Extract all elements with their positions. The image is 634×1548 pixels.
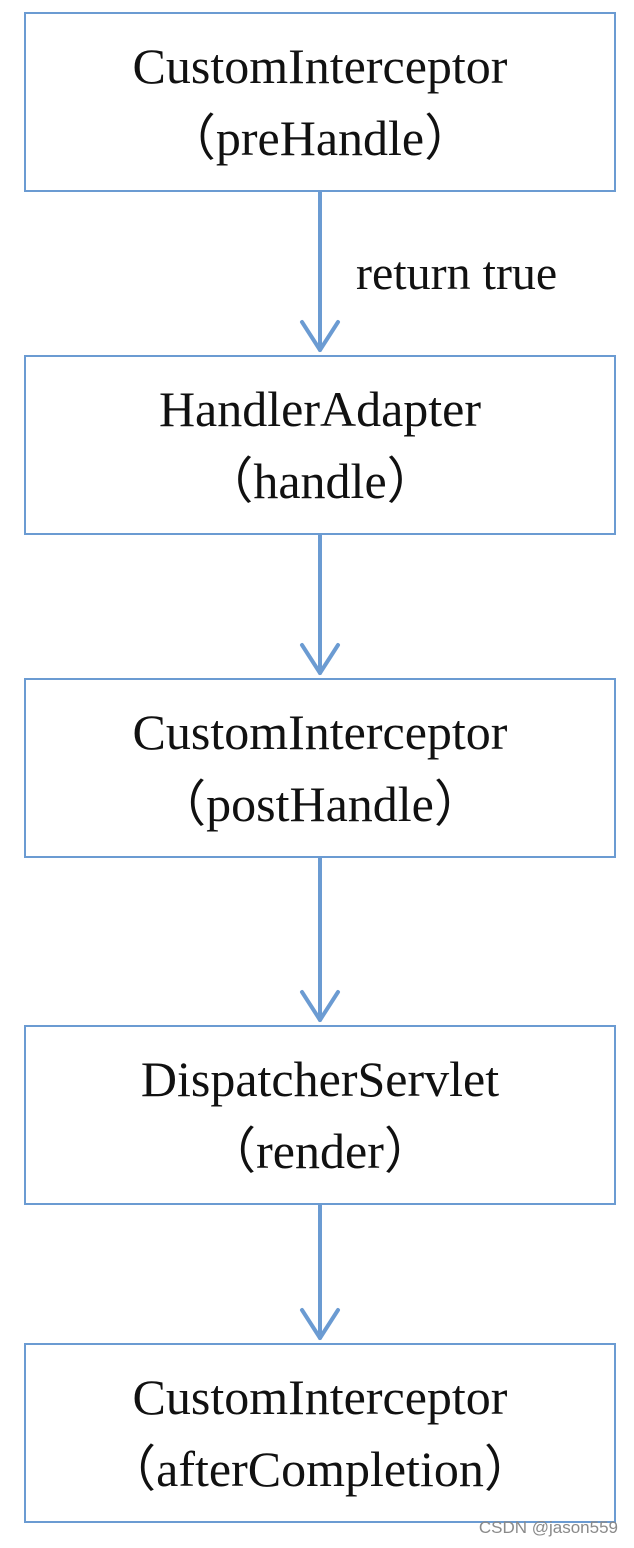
node-dispatcherservlet-render: DispatcherServlet （render） xyxy=(24,1025,616,1205)
watermark: CSDN @jason559 xyxy=(478,1518,618,1537)
node-title: CustomInterceptor xyxy=(132,704,508,760)
arrow-handle-to-posthandle xyxy=(300,532,340,675)
arrow-prehandle-to-handle xyxy=(300,189,340,352)
node-title: DispatcherServlet xyxy=(140,1051,500,1107)
arrow-render-to-aftercompletion xyxy=(300,1202,340,1340)
node-custominterceptor-aftercompletion: CustomInterceptor （afterCompletion） xyxy=(24,1343,616,1523)
node-subtitle: （handle） xyxy=(203,453,437,509)
node-title: CustomInterceptor xyxy=(132,38,508,94)
edge-label-return-true: return true xyxy=(356,247,558,300)
node-subtitle: （preHandle） xyxy=(165,110,475,166)
node-handleradapter-handle: HandlerAdapter （handle） xyxy=(24,355,616,535)
node-custominterceptor-prehandle: CustomInterceptor （preHandle） xyxy=(24,12,616,192)
node-subtitle: （render） xyxy=(206,1123,434,1179)
arrow-posthandle-to-render xyxy=(300,855,340,1022)
node-subtitle: （postHandle） xyxy=(156,776,484,832)
node-custominterceptor-posthandle: CustomInterceptor （postHandle） xyxy=(24,678,616,858)
node-title: HandlerAdapter xyxy=(158,381,482,437)
node-subtitle: （afterCompletion） xyxy=(106,1441,534,1497)
node-title: CustomInterceptor xyxy=(132,1369,508,1425)
